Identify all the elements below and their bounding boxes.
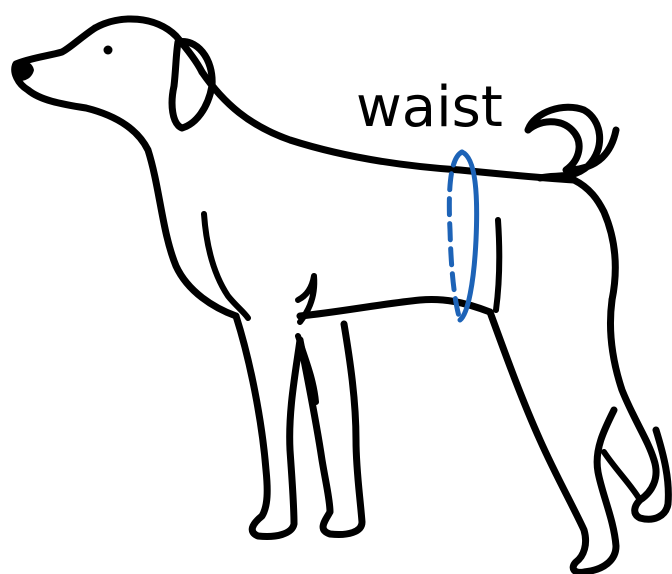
dog-front-leg-back bbox=[236, 316, 300, 537]
waist-loop-front bbox=[460, 152, 477, 320]
dog-rear-leg-front bbox=[490, 312, 616, 572]
dog-belly-outline bbox=[300, 300, 490, 317]
dog-front-leg-front bbox=[300, 324, 362, 535]
dog-eye bbox=[104, 46, 113, 55]
dog-thigh-detail bbox=[496, 220, 499, 310]
waist-loop-back bbox=[449, 152, 462, 320]
waist-label: waist bbox=[356, 80, 503, 136]
dog-rear-leg-back bbox=[610, 300, 668, 519]
dog-hock-detail bbox=[604, 452, 640, 500]
waist-loop-icon bbox=[449, 152, 476, 320]
dog-rump bbox=[574, 180, 615, 300]
dog-skull-outline bbox=[95, 19, 202, 72]
dog-tail bbox=[528, 107, 616, 178]
dog-nose bbox=[12, 61, 34, 81]
dog-outline bbox=[12, 19, 668, 572]
